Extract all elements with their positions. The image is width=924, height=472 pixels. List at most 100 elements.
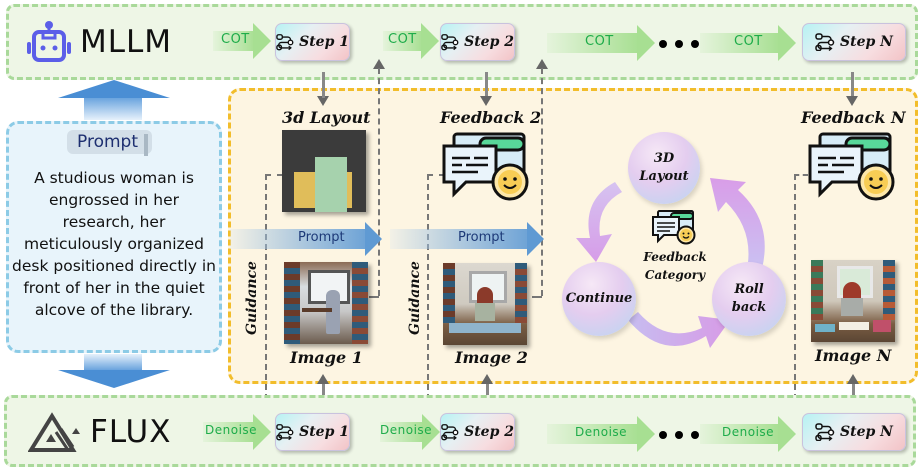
feedback-category-text: Category xyxy=(644,268,706,282)
mllm-label: MLLM xyxy=(80,24,173,60)
cycle-arrow-left xyxy=(576,182,622,262)
robot-icon xyxy=(27,21,71,62)
cot-arrow-2: COT xyxy=(383,23,439,59)
guidance-label: Guidance xyxy=(406,261,423,335)
workflow-icon xyxy=(276,34,294,51)
prompt-arrow-2: Prompt xyxy=(390,222,545,256)
guidance-connector xyxy=(265,174,267,410)
rollback-connector xyxy=(378,68,380,296)
prompt-tag: Prompt xyxy=(67,130,152,156)
cycle-node-text: 3D xyxy=(653,151,675,167)
connector xyxy=(485,72,488,98)
guidance-label: Guidance xyxy=(243,261,260,335)
feedback-2-title: Feedback 2 xyxy=(440,108,542,127)
cot-arrow-3: COT xyxy=(547,25,657,61)
feedback-cycle-arrows xyxy=(576,178,765,348)
cycle-arrow-right xyxy=(710,178,765,276)
rollback-connector xyxy=(541,68,543,296)
flux-step-1[interactable]: Step 1 xyxy=(275,413,350,451)
cot-label: COT xyxy=(734,34,763,49)
prompt-arrow-1: Prompt xyxy=(230,222,383,256)
flux-brand: FLUX xyxy=(28,412,172,452)
flux-step-n[interactable]: Step N xyxy=(802,413,906,451)
connector xyxy=(369,296,379,298)
step-label: Step 1 xyxy=(299,34,349,50)
mllm-brand: MLLM xyxy=(26,20,172,64)
step-label: Step 1 xyxy=(299,424,349,440)
feedback-category-text: Feedback xyxy=(643,250,707,264)
image-1-label: Image 1 xyxy=(290,348,363,367)
connector xyxy=(265,174,283,176)
guidance-connector xyxy=(794,174,796,410)
feedback-icon xyxy=(442,132,529,201)
arrow-down-icon xyxy=(480,96,492,106)
workflow-icon xyxy=(815,423,835,441)
denoise-label: Denoise xyxy=(205,423,258,437)
image-n-label: Image N xyxy=(815,346,892,365)
prompt-arrow-label: Prompt xyxy=(458,230,505,245)
workflow-icon xyxy=(441,424,459,441)
arrow-down-icon xyxy=(846,96,858,106)
arrow-up-icon xyxy=(373,59,385,69)
layout-title: 3d Layout xyxy=(282,108,371,127)
feedback-category-icon xyxy=(652,210,696,245)
denoise-label: Denoise xyxy=(575,425,628,439)
arrow-down-icon xyxy=(317,96,329,106)
flux-label: FLUX xyxy=(90,414,172,450)
workflow-icon xyxy=(815,33,835,51)
image-2-label: Image 2 xyxy=(455,348,528,367)
connector xyxy=(322,72,325,88)
arrow-up-icon xyxy=(317,374,329,384)
prompt-text: A studious woman is engrossed in her res… xyxy=(12,169,216,319)
cycle-node-text: back xyxy=(731,300,767,315)
denoise-arrow-3: Denoise xyxy=(547,416,657,452)
denoise-arrow-1: Denoise xyxy=(203,414,271,450)
guidance-connector xyxy=(427,174,429,410)
cycle-node-continue[interactable]: Continue xyxy=(562,262,636,336)
step-label: Step 2 xyxy=(464,424,514,440)
cycle-node-text: Roll xyxy=(734,282,764,298)
denoise-label: Denoise xyxy=(722,425,775,439)
generated-image-2[interactable] xyxy=(443,263,527,345)
flux-step-2[interactable]: Step 2 xyxy=(440,413,515,451)
connector xyxy=(794,174,808,176)
cot-label: COT xyxy=(388,32,417,47)
connector xyxy=(532,296,542,298)
connector xyxy=(851,72,854,98)
ellipsis xyxy=(659,431,699,439)
cycle-node-text: Continue xyxy=(565,291,633,307)
generated-image-n[interactable] xyxy=(811,260,895,342)
cycle-arrow-bottom xyxy=(628,312,730,348)
step-label: Step 2 xyxy=(464,34,514,50)
cycle-node-text: Layout xyxy=(639,169,689,184)
cot-label: COT xyxy=(585,34,614,49)
mllm-step-2[interactable]: Step 2 xyxy=(440,23,515,61)
prompt-panel xyxy=(6,121,222,353)
cot-arrow-4: COT xyxy=(700,25,798,61)
feedback-icon xyxy=(808,132,895,201)
denoise-arrow-4: Denoise xyxy=(700,416,798,452)
step-label: Step N xyxy=(840,424,893,440)
connector xyxy=(322,86,325,98)
mllm-step-n[interactable]: Step N xyxy=(802,23,906,61)
denoise-arrow-2: Denoise xyxy=(380,414,440,450)
cot-label: COT xyxy=(221,32,250,47)
layout-3d-image[interactable] xyxy=(282,130,366,212)
workflow-icon xyxy=(441,34,459,51)
arrow-up-icon xyxy=(481,374,493,384)
mllm-step-1[interactable]: Step 1 xyxy=(275,23,350,61)
step-label: Step N xyxy=(840,34,893,50)
ellipsis xyxy=(659,40,699,48)
workflow-icon xyxy=(276,424,294,441)
generated-image-1[interactable] xyxy=(284,262,368,344)
arrow-up-icon xyxy=(847,374,859,384)
feedback-n-title: Feedback N xyxy=(801,108,906,127)
denoise-label: Denoise xyxy=(380,423,433,437)
cycle-node-3d-layout[interactable]: 3D Layout xyxy=(628,132,700,204)
cycle-node-rollback[interactable]: Roll back xyxy=(712,262,786,336)
flux-logo-icon xyxy=(28,412,80,452)
prompt-arrow-label: Prompt xyxy=(298,230,345,245)
arrow-up-icon xyxy=(536,59,548,69)
cot-arrow-1: COT xyxy=(213,23,271,59)
